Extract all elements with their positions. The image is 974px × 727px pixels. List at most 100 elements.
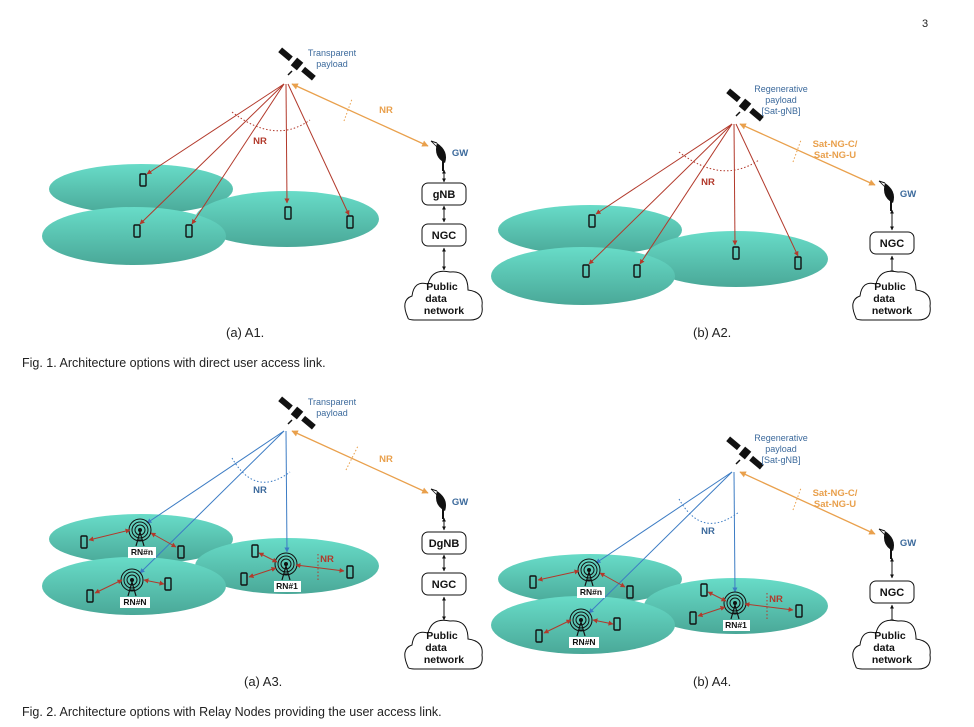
- access-label: NR: [769, 594, 783, 605]
- gateway-dish-icon: [878, 180, 895, 212]
- relay-label: RN#n: [580, 587, 602, 597]
- access-link-line: [248, 567, 277, 578]
- relay-label: RN#1: [725, 620, 747, 630]
- payload-label-1: Transparent: [308, 397, 357, 407]
- access-link-line: [592, 618, 614, 626]
- diagram-a3: Transparent payload NR NR RN#n RN#N RN#1: [42, 395, 483, 670]
- ngc-label: NGC: [432, 230, 457, 242]
- user-link-line: [639, 123, 733, 265]
- access-link-line: [599, 572, 626, 588]
- cloud-label-1: Public: [874, 281, 906, 293]
- gw-label: GW: [900, 189, 916, 200]
- gw-label: GW: [900, 538, 916, 549]
- feeder-link-tick: [343, 98, 353, 122]
- public-network-cloud: [404, 619, 483, 670]
- user-link-label: NR: [253, 136, 267, 147]
- gnb-box: [421, 182, 467, 206]
- user-link-line: [588, 123, 733, 265]
- user-link-line: [284, 83, 290, 204]
- payload-label-3: [Sat-gNB]: [761, 455, 800, 465]
- beam-arc: [678, 151, 760, 172]
- user-link-line: [146, 83, 285, 175]
- page-number: 3: [922, 18, 929, 30]
- diagram-a1: Transparent payload NR NR GW gNB NGC Pub…: [42, 46, 483, 321]
- gw-label: GW: [452, 497, 468, 508]
- backhaul-link-line: [588, 471, 733, 614]
- subfigure-caption-a3: (a) A3.: [244, 674, 283, 689]
- cloud-label-2: data: [873, 293, 895, 305]
- relay-label-bg: [723, 620, 750, 631]
- backhaul-link-line: [732, 471, 738, 593]
- figure-caption-1: Fig. 1. Architecture options with direct…: [22, 356, 326, 370]
- public-network-cloud: [852, 619, 931, 670]
- feeder-link-line: [291, 83, 429, 147]
- gateway-dish-icon: [430, 488, 447, 520]
- access-link-line: [150, 532, 177, 548]
- beam-arc: [231, 457, 291, 483]
- user-link-line: [595, 123, 733, 215]
- cell-ellipse: [49, 164, 233, 214]
- cloud-label-2: data: [425, 642, 447, 654]
- payload-label-1: Transparent: [308, 48, 357, 58]
- cloud-label-1: Public: [426, 630, 458, 642]
- relay-label-bg: [274, 581, 301, 592]
- backhaul-link-line: [595, 471, 733, 564]
- relay-label: RN#n: [131, 547, 153, 557]
- subfigure-caption-a1: (a) A1.: [226, 325, 265, 340]
- access-link-line: [543, 619, 572, 634]
- payload-label-1: Regenerative: [754, 433, 808, 443]
- access-label: NR: [320, 554, 334, 565]
- feeder-link-label: NR: [379, 454, 393, 465]
- backhaul-link-line: [139, 430, 285, 574]
- ngc-label: NGC: [880, 587, 905, 599]
- access-link-line: [697, 606, 726, 617]
- relay-label-bg: [128, 547, 156, 558]
- ngc-label: NGC: [880, 238, 905, 250]
- payload-label-3: [Sat-gNB]: [761, 106, 800, 116]
- diagram-a2: Regenerative payload [Sat-gNB] NR Sat-NG…: [491, 84, 931, 321]
- gnb-label: gNB: [433, 189, 456, 201]
- backhaul-label: NR: [253, 485, 267, 496]
- payload-label-2: payload: [765, 444, 797, 454]
- access-link-line: [258, 552, 278, 563]
- feeder-link-label-1: Sat-NG-C/: [813, 139, 858, 150]
- feeder-link-label-1: Sat-NG-C/: [813, 488, 858, 499]
- gw-label: GW: [452, 148, 468, 159]
- access-link-line: [295, 563, 345, 573]
- payload-label-2: payload: [765, 95, 797, 105]
- payload-label-2: payload: [316, 408, 348, 418]
- subfigure-caption-a2: (b) A2.: [693, 325, 732, 340]
- public-network-cloud: [852, 270, 931, 321]
- access-link-line: [88, 528, 131, 542]
- panel-a4: Regenerative payload [Sat-gNB] NR Sat-NG…: [487, 410, 974, 670]
- gateway-dish-icon: [878, 528, 895, 560]
- feeder-link-label-2: Sat-NG-U: [814, 150, 856, 161]
- feeder-link-line: [739, 471, 876, 535]
- payload-label-1: Regenerative: [754, 84, 808, 94]
- ngc-box: [421, 572, 467, 596]
- feeder-link-line: [291, 430, 429, 494]
- cloud-label-2: data: [873, 642, 895, 654]
- user-link-line: [139, 83, 285, 225]
- cloud-label-3: network: [424, 305, 464, 317]
- feeder-link-label: NR: [379, 105, 393, 116]
- feeder-link-tick: [792, 139, 802, 163]
- user-link-label: NR: [701, 177, 715, 188]
- beam-arc: [231, 111, 311, 132]
- backhaul-link-line: [146, 430, 285, 524]
- panel-a2: Regenerative payload [Sat-gNB] NR Sat-NG…: [487, 60, 974, 330]
- ngc-box: [421, 223, 467, 247]
- cell-ellipse: [42, 557, 226, 615]
- access-link-line: [537, 569, 580, 582]
- relay-label-bg: [120, 597, 150, 608]
- feeder-link-tick: [792, 487, 802, 511]
- backhaul-link-line: [284, 430, 290, 553]
- figure-caption-2: Fig. 2. Architecture options with Relay …: [22, 705, 442, 719]
- relay-label: RN#N: [123, 597, 146, 607]
- gateway-dish-icon: [430, 140, 447, 172]
- panel-a1: Transparent payload NR NR GW gNB NGC Pub…: [0, 0, 487, 330]
- access-link-line: [94, 579, 123, 594]
- ngc-label: NGC: [432, 579, 457, 591]
- payload-label-2: payload: [316, 59, 348, 69]
- cloud-label-3: network: [872, 305, 912, 317]
